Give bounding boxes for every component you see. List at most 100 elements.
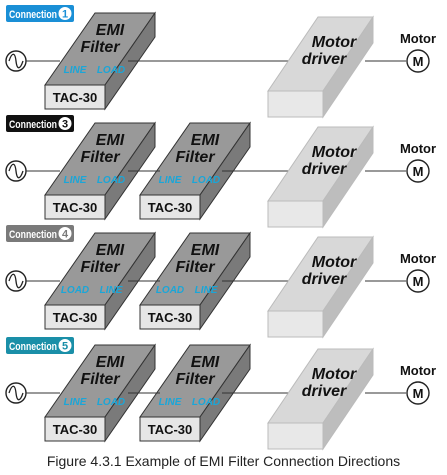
port-label-left: LINE [159,175,182,186]
connection-badge: Connection 1 [6,5,74,22]
emi-filter-front [139,416,201,442]
emi-filter-front [44,194,106,220]
motor-driver-title: Motor [312,34,357,51]
port-label-right: LOAD [97,65,125,76]
filter-model: TAC-30 [148,200,193,215]
emi-filter-front [139,194,201,220]
port-label-left: LOAD [156,285,184,296]
port-label-right: LOAD [192,397,220,408]
motor-driver-title: driver [302,383,347,400]
sine-wave-icon [8,163,24,179]
motor-circle [406,381,430,405]
sine-wave-icon [8,273,24,289]
emi-filter-title: EMI [96,354,125,371]
filter-model: TAC-30 [148,422,193,437]
motor-circle [406,49,430,73]
motor-label: Motor [400,31,436,46]
motor-driver-front [267,310,324,338]
emi-filter-title: Filter [80,371,120,388]
emi-filter-title: EMI [96,132,125,149]
emi-filter-title: EMI [96,22,125,39]
connection-number: 5 [62,341,68,353]
port-label-left: LOAD [61,285,89,296]
figure-caption: Figure 4.3.1 Example of EMI Filter Conne… [47,453,400,469]
emi-filter-title: Filter [80,39,120,56]
emi-filter-title: Filter [80,149,120,166]
sine-wave-icon [8,53,24,69]
connection-badge-box [6,5,74,22]
filter-model: TAC-30 [148,310,193,325]
ac-source-icon [5,160,27,182]
connection-badge: Connection 4 [6,225,74,242]
connection-number: 4 [62,229,69,241]
motor-circle [406,269,430,293]
motor-driver-front [267,422,324,450]
motor-driver-title: Motor [312,144,357,161]
connection-badge-label: Connection [9,119,57,131]
motor-driver-title: driver [302,271,347,288]
connection-number-circle [58,339,72,352]
ac-source-icon [5,270,27,292]
port-label-left: LINE [64,397,87,408]
motor-driver-title: driver [302,51,347,68]
emi-filter-front [44,416,106,442]
connection-number-circle [58,227,72,240]
connection-badge-label: Connection [9,341,57,353]
connection-number-circle [58,117,72,130]
motor-label: Motor [400,251,436,266]
filter-model: TAC-30 [53,310,98,325]
motor-driver-title: Motor [312,366,357,383]
connection-badge-label: Connection [9,229,57,241]
emi-filter-title: Filter [175,149,215,166]
emi-filter-front [139,304,201,330]
connection-badge: Connection 5 [6,337,74,354]
motor-driver-front [267,90,324,118]
port-label-right: LINE [100,285,123,296]
emi-filter-title: Filter [80,259,120,276]
connection-number: 1 [62,9,68,21]
port-label-right: LOAD [97,175,125,186]
filter-model: TAC-30 [53,90,98,105]
motor-symbol: M [413,386,424,401]
connection-badge: Connection 3 [6,115,74,132]
ac-source-icon [5,382,27,404]
ac-source-icon [5,50,27,72]
emi-filter-title: EMI [96,242,125,259]
connection-badge-box [6,337,74,354]
emi-filter-title: EMI [191,132,220,149]
motor-driver-title: driver [302,161,347,178]
port-label-left: LINE [64,175,87,186]
motor-symbol: M [413,274,424,289]
filter-model: TAC-30 [53,200,98,215]
connection-number: 3 [62,119,68,131]
port-label-right: LOAD [192,175,220,186]
port-label-right: LINE [195,285,218,296]
sine-wave-icon [8,385,24,401]
motor-driver-title: Motor [312,254,357,271]
motor-symbol: M [413,54,424,69]
emi-filter-title: Filter [175,259,215,276]
motor-label: Motor [400,363,436,378]
motor-label: Motor [400,141,436,156]
connection-badge-box [6,115,74,132]
emi-filter-title: EMI [191,354,220,371]
port-label-left: LINE [64,65,87,76]
emi-filter-title: Filter [175,371,215,388]
connection-badge-label: Connection [9,9,57,21]
motor-symbol: M [413,164,424,179]
motor-circle [406,159,430,183]
connection-badge-box [6,225,74,242]
emi-filter-front [44,84,106,110]
emi-filter-title: EMI [191,242,220,259]
